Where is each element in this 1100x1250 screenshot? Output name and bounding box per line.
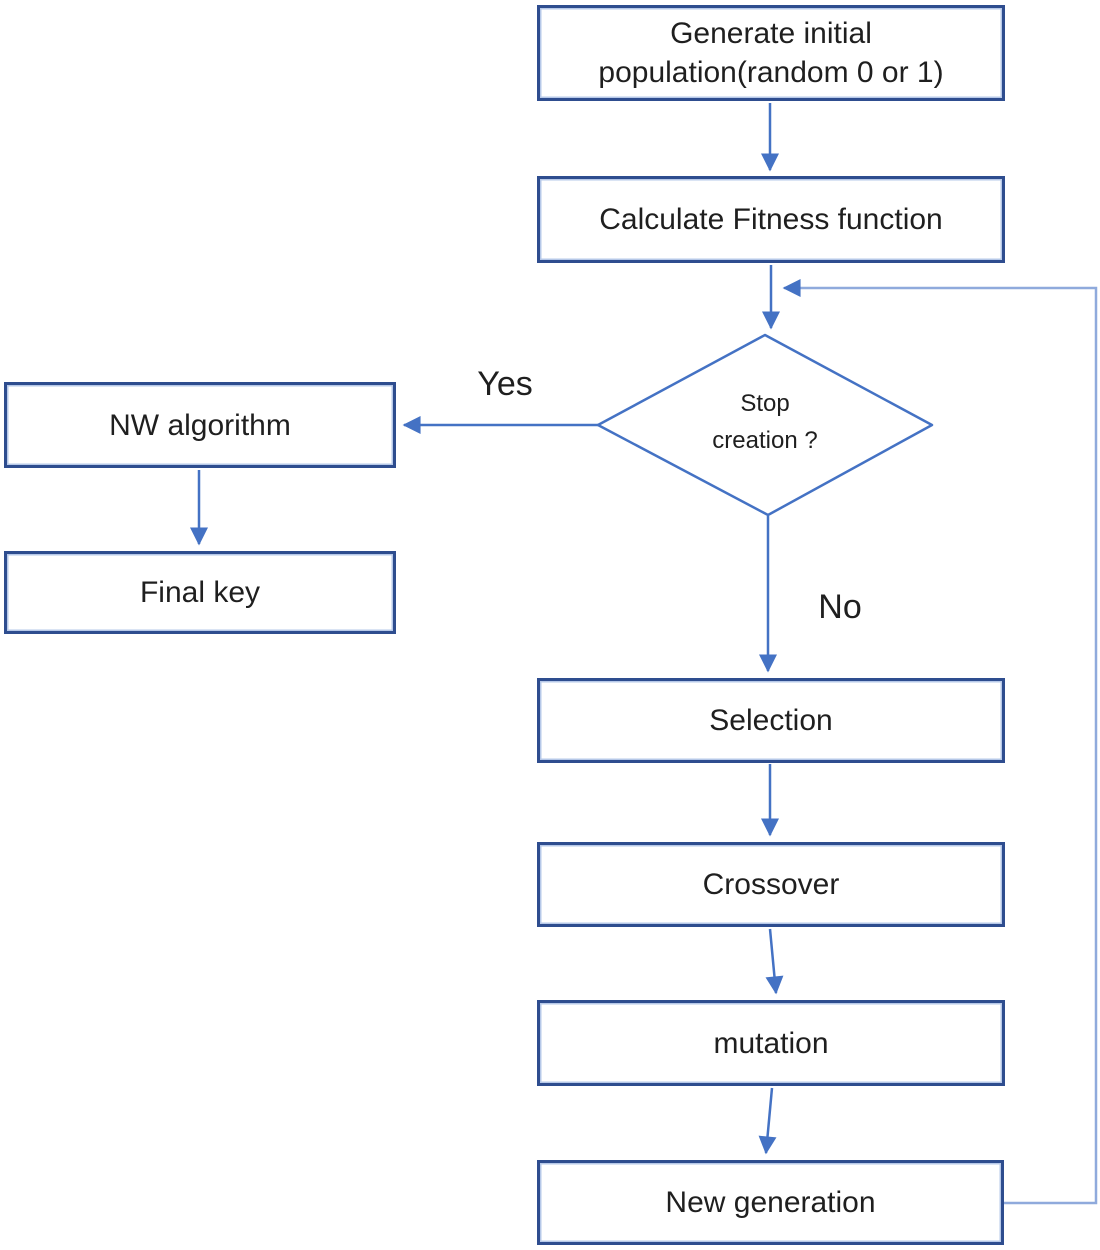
node-stop-creation-label: Stop creation ? xyxy=(712,390,818,455)
node-generate-initial-population: Generate initial population(random 0 or … xyxy=(537,5,1005,101)
decision-diamond-shape xyxy=(596,333,934,517)
node-mutation: mutation xyxy=(537,1000,1005,1086)
node-final-key: Final key xyxy=(4,551,396,634)
edge-label-no: No xyxy=(818,588,862,626)
node-selection: Selection xyxy=(537,678,1005,763)
connector-mutation-newgen xyxy=(758,1087,777,1155)
node-calculate-fitness-function: Calculate Fitness function xyxy=(537,176,1005,263)
node-crossover: Crossover xyxy=(537,842,1005,927)
edge-label-yes: Yes xyxy=(477,365,533,403)
node-new-generation: New generation xyxy=(537,1160,1004,1245)
node-nw-algorithm: NW algorithm xyxy=(4,382,396,468)
connector-crossover-mutation xyxy=(765,928,784,995)
connector-feedback-loop xyxy=(782,279,1098,1205)
